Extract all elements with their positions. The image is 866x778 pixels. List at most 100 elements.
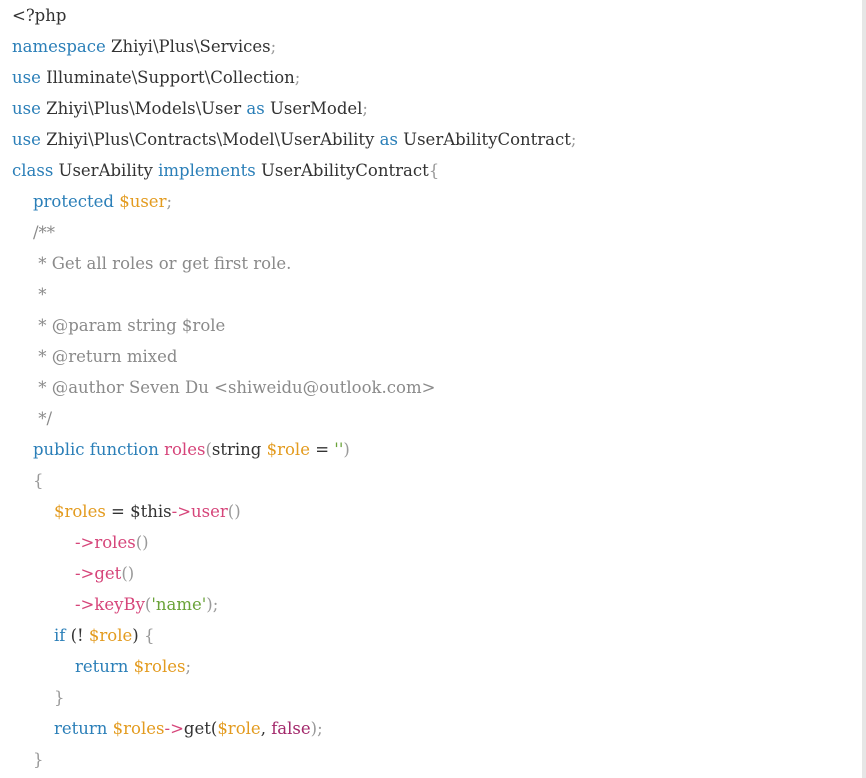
code-token: { xyxy=(143,626,155,645)
code-token: * Get all roles or get first role. xyxy=(12,254,292,273)
code-token: { xyxy=(12,471,44,490)
code-line: return $roles->get($role, false); xyxy=(0,713,862,744)
code-line: public function roles(string $role = '') xyxy=(0,434,862,465)
code-line: * @return mixed xyxy=(0,341,862,372)
code-token: ; xyxy=(166,192,173,211)
code-line: ->roles() xyxy=(0,527,862,558)
code-token: keyBy xyxy=(94,595,145,614)
code-line: <?php xyxy=(0,0,862,31)
code-token: ; xyxy=(570,130,577,149)
code-token: Zhiyi\Plus\Models\User xyxy=(40,99,247,118)
code-token: 'name' xyxy=(151,595,207,614)
code-token: ; xyxy=(294,68,301,87)
code-token: protected xyxy=(32,192,114,211)
code-line: ->keyBy('name'); xyxy=(0,589,862,620)
code-token: ); xyxy=(310,719,323,738)
code-token: $role xyxy=(217,719,261,738)
code-token: roles xyxy=(164,440,206,459)
code-token: use xyxy=(12,130,41,149)
code-token: public xyxy=(32,440,85,459)
code-token: $user xyxy=(119,192,167,211)
code-line: use Zhiyi\Plus\Contracts\Model\UserAbili… xyxy=(0,124,862,155)
code-line: * Get all roles or get first role. xyxy=(0,248,862,279)
code-line: use Illuminate\Support\Collection; xyxy=(0,62,862,93)
code-line: use Zhiyi\Plus\Models\User as UserModel; xyxy=(0,93,862,124)
code-line: ->get() xyxy=(0,558,862,589)
code-token: <?php xyxy=(12,6,67,25)
code-line: * xyxy=(0,279,862,310)
code-token: /** xyxy=(12,223,56,242)
code-token: ; xyxy=(185,657,192,676)
code-token: * @param string $role xyxy=(12,316,226,335)
code-token: as xyxy=(379,130,398,149)
code-token xyxy=(12,657,75,676)
code-line: } xyxy=(0,744,862,775)
code-token: Zhiyi\Plus\Contracts\Model\UserAbility xyxy=(40,130,380,149)
code-token xyxy=(12,626,54,645)
code-token: () xyxy=(135,533,149,552)
code-token: -> xyxy=(164,719,184,738)
code-token: function xyxy=(89,440,159,459)
code-line: { xyxy=(0,465,862,496)
code-token: UserAbility xyxy=(53,161,159,180)
code-token: { xyxy=(428,161,440,180)
code-token xyxy=(12,533,75,552)
code-token: ( xyxy=(144,595,152,614)
code-token: ; xyxy=(270,37,277,56)
code-token: ) xyxy=(343,440,350,459)
code-token: roles xyxy=(94,533,136,552)
code-token: implements xyxy=(158,161,256,180)
code-token: get( xyxy=(183,719,218,738)
code-token: Illuminate\Support\Collection xyxy=(40,68,295,87)
code-token: -> xyxy=(74,533,95,552)
code-token: UserAbilityContract xyxy=(397,130,571,149)
code-token xyxy=(12,595,75,614)
code-token: -> xyxy=(74,595,95,614)
code-line: namespace Zhiyi\Plus\Services; xyxy=(0,31,862,62)
code-token: -> xyxy=(171,502,192,521)
code-token: UserModel xyxy=(264,99,363,118)
code-token: if xyxy=(53,626,66,645)
code-token: use xyxy=(12,99,41,118)
code-token: * xyxy=(12,285,47,304)
code-token: $role xyxy=(266,440,310,459)
code-token xyxy=(12,564,75,583)
code-token: -> xyxy=(74,564,95,583)
code-line: $roles = $this->user() xyxy=(0,496,862,527)
code-token: '' xyxy=(334,440,344,459)
code-token xyxy=(12,719,54,738)
code-line: } xyxy=(0,682,862,713)
code-token: } xyxy=(12,688,65,707)
code-token xyxy=(12,440,33,459)
code-line: protected $user; xyxy=(0,186,862,217)
code-token: $role xyxy=(88,626,133,645)
code-token: string xyxy=(211,440,267,459)
code-token: UserAbilityContract xyxy=(255,161,429,180)
code-token: = xyxy=(309,440,335,459)
code-token: * @author Seven Du <shiweidu@outlook.com… xyxy=(12,378,436,397)
code-token: get xyxy=(94,564,122,583)
code-token: ( xyxy=(205,440,212,459)
code-token: ; xyxy=(362,99,368,118)
code-token: return xyxy=(53,719,108,738)
code-token: return xyxy=(74,657,129,676)
code-token: = $this xyxy=(105,502,172,521)
code-token: } xyxy=(12,750,44,769)
code-token: () xyxy=(227,502,241,521)
code-token xyxy=(12,192,33,211)
code-token: user xyxy=(191,502,228,521)
code-token: $roles xyxy=(53,502,106,521)
code-token: Zhiyi\Plus\Services xyxy=(105,37,271,56)
code-token: ); xyxy=(206,595,219,614)
code-token: $roles xyxy=(112,719,165,738)
code-line: */ xyxy=(0,403,862,434)
code-line: * @author Seven Du <shiweidu@outlook.com… xyxy=(0,372,862,403)
code-line: if (! $role) { xyxy=(0,620,862,651)
code-token xyxy=(12,502,54,521)
code-token: */ xyxy=(12,409,53,428)
code-line: return $roles; xyxy=(0,651,862,682)
vertical-scrollbar[interactable] xyxy=(862,0,866,778)
code-token: (! xyxy=(65,626,89,645)
code-token: namespace xyxy=(12,37,106,56)
